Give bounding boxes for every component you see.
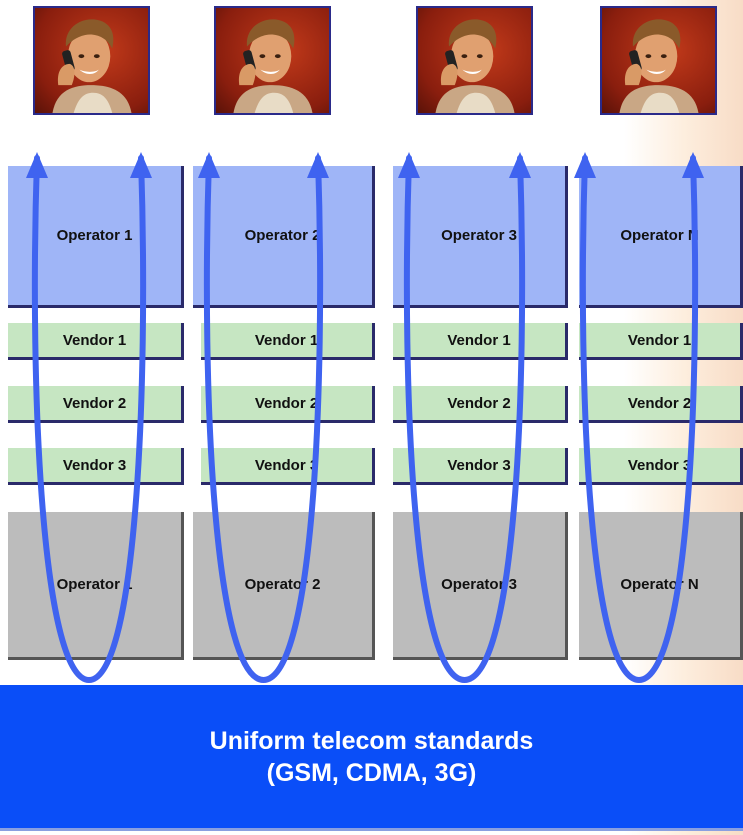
operator-top-col2: Operator 2 <box>193 166 375 308</box>
vendor2-col2: Vendor 2 <box>201 386 375 423</box>
operator-top-col1: Operator 1 <box>8 166 184 308</box>
user-photo-col2 <box>214 6 331 115</box>
operator-top-col4: Operator N <box>579 166 743 308</box>
vendor1-col2: Vendor 1 <box>201 323 375 360</box>
vendor2-col3: Vendor 2 <box>393 386 568 423</box>
vendor3-col3: Vendor 3 <box>393 448 568 485</box>
user-photo-col3 <box>416 6 533 115</box>
operator-top-col3: Operator 3 <box>393 166 568 308</box>
vendor1-col4: Vendor 1 <box>579 323 743 360</box>
operator-bottom-col4: Operator N <box>579 512 743 660</box>
vendor3-col2: Vendor 3 <box>201 448 375 485</box>
standards-underline <box>0 828 743 831</box>
vendor3-col1: Vendor 3 <box>8 448 184 485</box>
standards-subtitle: (GSM, CDMA, 3G) <box>266 758 477 787</box>
vendor2-col1: Vendor 2 <box>8 386 184 423</box>
user-photo-col4 <box>600 6 717 115</box>
vendor2-col4: Vendor 2 <box>579 386 743 423</box>
vendor1-col3: Vendor 1 <box>393 323 568 360</box>
operator-bottom-col3: Operator 3 <box>393 512 568 660</box>
operator-bottom-col2: Operator 2 <box>193 512 375 660</box>
uniform-standards-bar: Uniform telecom standards (GSM, CDMA, 3G… <box>0 685 743 828</box>
vendor3-col4: Vendor 3 <box>579 448 743 485</box>
operator-bottom-col1: Operator 1 <box>8 512 184 660</box>
vendor1-col1: Vendor 1 <box>8 323 184 360</box>
user-photo-col1 <box>33 6 150 115</box>
standards-title: Uniform telecom standards <box>209 726 534 755</box>
